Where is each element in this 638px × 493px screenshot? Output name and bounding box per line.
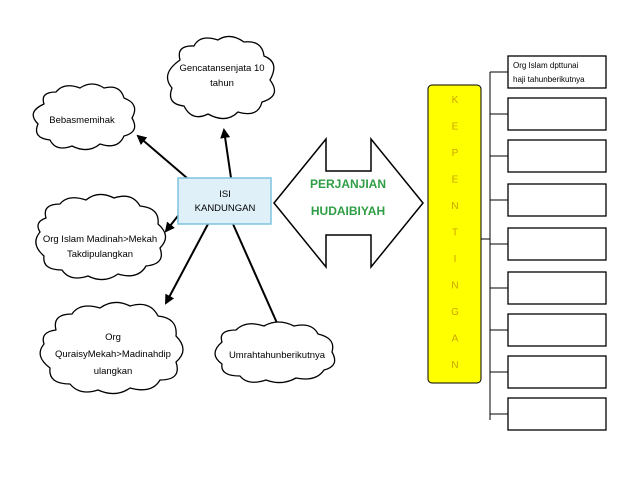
kepentingan-rect bbox=[427, 84, 482, 384]
cloud-umrah-shape bbox=[214, 321, 336, 384]
right-box bbox=[507, 183, 607, 217]
cloud-quraisy-line-1: Org bbox=[105, 332, 121, 343]
center-box-rect bbox=[177, 177, 272, 225]
right-box-text: haji tahunberikutnya bbox=[513, 75, 585, 84]
right-box-rect bbox=[507, 271, 607, 305]
kepentingan-letter: A bbox=[452, 334, 459, 345]
kepentingan-letters: K E P E N T I N G A N bbox=[451, 95, 459, 371]
cloud-madinah-mekah-line-2: Takdipulangkan bbox=[67, 249, 133, 260]
cloud-umrah-line-1: Umrahtahunberikutnya bbox=[229, 350, 326, 361]
arrow-line-1: PERJANJIAN bbox=[310, 177, 386, 191]
kepentingan-letter: K bbox=[452, 95, 459, 106]
right-box-rect bbox=[507, 313, 607, 347]
cloud-bebas-shape bbox=[32, 83, 136, 151]
kepentingan-letter: N bbox=[451, 201, 458, 212]
cloud-bebas: Bebasmemihak bbox=[32, 83, 136, 151]
cloud-quraisy-line-3: ulangkan bbox=[94, 366, 133, 377]
kepentingan-letter: N bbox=[451, 281, 458, 292]
kepentingan-letter: T bbox=[452, 228, 458, 239]
right-box-text: Org Islam dpttunai bbox=[513, 61, 579, 70]
cloud-gencatan-line-1: Gencatansenjata 10 bbox=[179, 63, 264, 74]
right-boxes: Org Islam dpttunai haji tahunberikutnya bbox=[507, 55, 607, 431]
cloud-quraisy: Org QuraisyMekah>Madinahdip ulangkan bbox=[39, 301, 184, 395]
center-box: ISI KANDUNGAN bbox=[177, 177, 272, 225]
center-line-2: KANDUNGAN bbox=[195, 203, 256, 214]
right-box bbox=[507, 139, 607, 173]
bracket-lines bbox=[481, 71, 508, 420]
kepentingan-box: K E P E N T I N G A N bbox=[427, 84, 482, 384]
connector-quraisy bbox=[165, 223, 209, 305]
cloud-quraisy-shape bbox=[39, 301, 184, 395]
right-box bbox=[507, 313, 607, 347]
right-box-rect bbox=[507, 397, 607, 431]
connector-bebas bbox=[136, 134, 188, 179]
cloud-madinah-mekah: Org Islam Madinah>Mekah Takdipulangkan bbox=[35, 193, 167, 281]
cloud-gencatan-line-2: tahun bbox=[210, 78, 234, 89]
right-box-rect bbox=[507, 355, 607, 389]
double-arrow-shape bbox=[273, 136, 424, 270]
right-box-rect bbox=[507, 97, 607, 131]
cloud-quraisy-line-2: QuraisyMekah>Madinahdip bbox=[55, 349, 171, 360]
connector-umrah bbox=[232, 223, 283, 334]
right-box-rect bbox=[507, 139, 607, 173]
right-box bbox=[507, 97, 607, 131]
cloud-madinah-mekah-shape bbox=[35, 193, 167, 281]
center-line-1: ISI bbox=[219, 189, 231, 200]
kepentingan-letter: I bbox=[454, 254, 457, 265]
kepentingan-letter: P bbox=[452, 148, 459, 159]
kepentingan-letter: N bbox=[451, 360, 458, 371]
cloud-gencatan-shape bbox=[166, 35, 276, 120]
bracket-ticks bbox=[490, 71, 508, 415]
kepentingan-letter: G bbox=[451, 307, 459, 318]
cloud-bebas-line-1: Bebasmemihak bbox=[49, 115, 115, 126]
right-box-rect bbox=[507, 227, 607, 261]
cloud-madinah-mekah-line-1: Org Islam Madinah>Mekah bbox=[43, 234, 157, 245]
kepentingan-letter: E bbox=[452, 175, 459, 186]
right-box bbox=[507, 355, 607, 389]
double-arrow: PERJANJIAN HUDAIBIYAH bbox=[273, 136, 424, 270]
cloud-umrah: Umrahtahunberikutnya bbox=[214, 321, 336, 384]
connector-gencatan bbox=[220, 128, 232, 179]
right-box bbox=[507, 271, 607, 305]
kepentingan-letter: E bbox=[452, 122, 459, 133]
right-box-rect bbox=[507, 183, 607, 217]
right-box: Org Islam dpttunai haji tahunberikutnya bbox=[507, 55, 607, 89]
arrow-line-2: HUDAIBIYAH bbox=[311, 204, 385, 218]
right-box bbox=[507, 397, 607, 431]
right-box bbox=[507, 227, 607, 261]
cloud-gencatan: Gencatansenjata 10 tahun bbox=[166, 35, 276, 120]
right-box-rect bbox=[507, 55, 607, 89]
